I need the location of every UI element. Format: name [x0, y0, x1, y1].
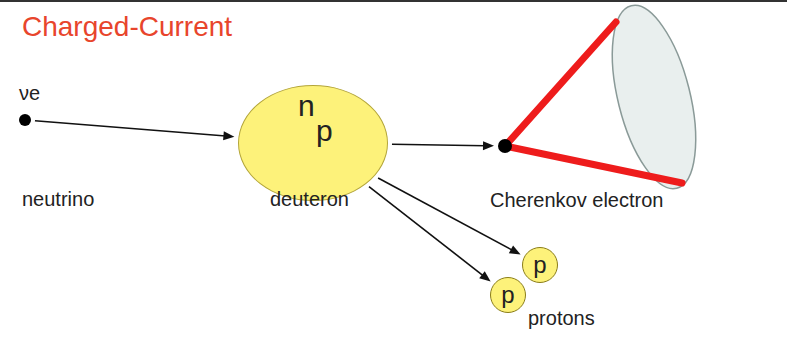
- diagram-title: Charged-Current: [22, 12, 232, 43]
- caption-label: deuteron: [270, 188, 349, 210]
- node-text: p: [533, 252, 546, 278]
- caption-label: neutrino: [22, 188, 94, 210]
- proton-circle: p: [490, 277, 526, 313]
- neutrino-dot: νe: [19, 114, 31, 126]
- electron-dot: Cherenkov electron: [498, 139, 512, 153]
- arrow-connector: [35, 121, 234, 141]
- arrow-connector: [369, 187, 491, 282]
- node-text: p: [501, 282, 514, 308]
- cone-line: [505, 146, 682, 183]
- frame-line: [0, 0, 787, 2]
- arrow-connector: [392, 141, 494, 150]
- caption-label: protons: [528, 307, 595, 329]
- cone-line: [505, 22, 616, 146]
- node-text: Cherenkov electron: [490, 189, 663, 211]
- node-text: p: [316, 114, 333, 147]
- node-text: νe: [19, 82, 40, 104]
- proton-circle: p: [522, 247, 558, 283]
- node-text: n: [298, 89, 315, 122]
- deuteron-ellipse: np: [238, 85, 388, 201]
